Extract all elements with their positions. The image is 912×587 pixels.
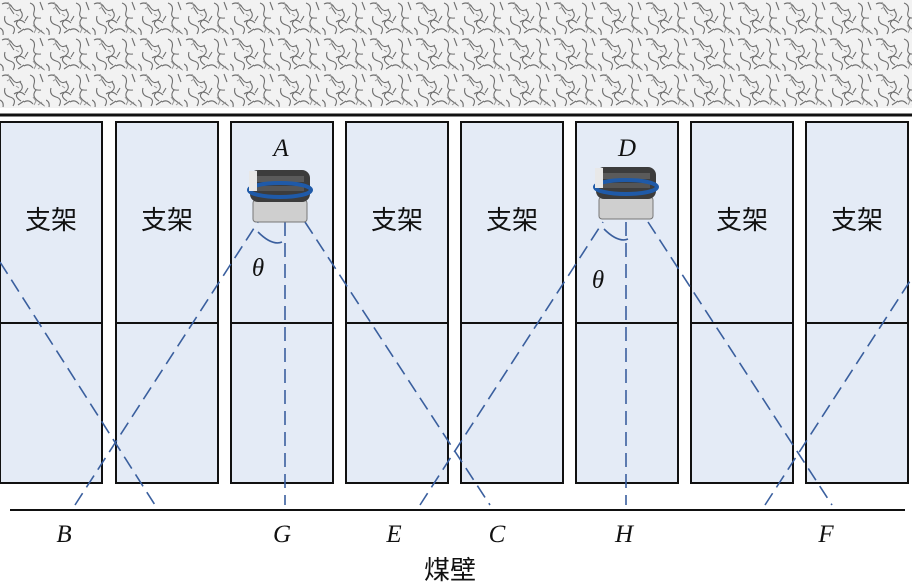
angle-arc — [603, 228, 629, 241]
support-7: 支架 — [690, 121, 794, 484]
support-2: 支架 — [115, 121, 219, 484]
scan-beam-2 — [74, 221, 259, 506]
support-8: 支架 — [805, 121, 909, 484]
scan-beam-1 — [0, 261, 156, 506]
scan-beam-5 — [419, 221, 604, 506]
support-body — [460, 121, 564, 484]
scan-beam-7 — [647, 221, 833, 506]
support-label: 支架 — [371, 206, 423, 236]
wall-point-g: G — [273, 521, 291, 548]
wall-point-c: C — [489, 521, 506, 548]
angle-label-theta: θ — [592, 267, 604, 294]
angle-label-theta: θ — [252, 255, 264, 282]
lidar-sensor-d — [593, 167, 659, 241]
support-label: 支架 — [141, 206, 193, 236]
support-row: 支架 支架 支架 支架 支架 支架 — [0, 121, 909, 484]
scan-beam-8 — [764, 277, 912, 506]
coal-wall-label: 煤壁 — [424, 556, 476, 586]
support-4: 支架 — [345, 121, 449, 484]
scan-beam-4 — [304, 221, 491, 506]
support-label: 支架 — [486, 206, 538, 236]
wall-point-f: F — [817, 521, 834, 548]
point-label-d: D — [617, 135, 636, 162]
rock-roof — [0, 0, 912, 108]
scan-beams — [0, 221, 912, 506]
support-label: 支架 — [831, 206, 883, 236]
support-1: 支架 — [0, 121, 103, 484]
wall-point-e: E — [385, 521, 401, 548]
point-label-a: A — [271, 135, 289, 162]
sensor-group — [247, 167, 659, 244]
angle-arc — [257, 231, 283, 244]
wall-point-b: B — [56, 521, 71, 548]
support-body — [805, 121, 909, 484]
wall-point-h: H — [614, 521, 635, 548]
support-label: 支架 — [25, 206, 77, 236]
support-body — [345, 121, 449, 484]
support-body — [0, 121, 103, 484]
support-5: 支架 — [460, 121, 564, 484]
label-group: A Dθ θB G E C H F — [56, 135, 834, 548]
support-label: 支架 — [716, 206, 768, 236]
support-body — [115, 121, 219, 484]
lidar-sensor-a — [247, 170, 313, 244]
support-body — [690, 121, 794, 484]
